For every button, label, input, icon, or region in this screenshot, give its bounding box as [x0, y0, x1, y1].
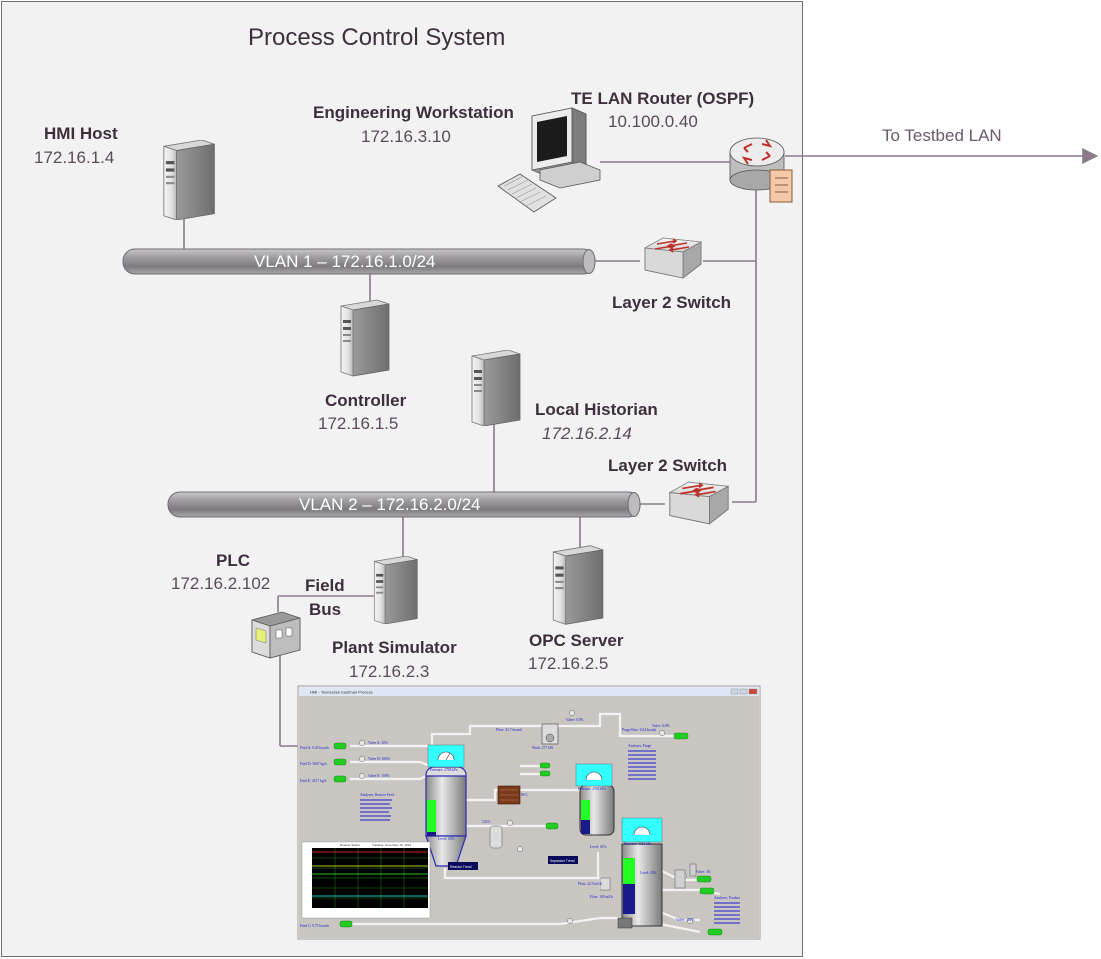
router-ip: 10.100.0.40: [608, 112, 698, 131]
switch-1-name: Layer 2 Switch: [612, 293, 732, 312]
product-valve-label: Valve: 4%: [696, 870, 711, 874]
page-title: Process Control System: [248, 24, 506, 51]
workstation-name: Engineering Workstation: [313, 103, 514, 122]
product-flow-label: Flow: 22.9 m3/h: [578, 882, 602, 886]
controller-server-icon: [340, 299, 390, 377]
field-bus-label-line2: Bus: [309, 600, 342, 619]
reactor-level-label: Level: 65%: [438, 837, 455, 841]
feed-d-label: Feed D: 3667 kg/h: [300, 762, 327, 766]
compressor-work-label: Work: 277 kW: [532, 746, 554, 750]
plant-simulator-name: Plant Simulator: [332, 638, 457, 657]
feed-e-label: Feed E: 4517 kg/h: [300, 779, 327, 783]
valve-e-label: Valve E: 100%: [368, 774, 390, 778]
local-historian-name: Local Historian: [535, 400, 658, 419]
stripper-pressure-label: Pressure: 3321 kPa: [624, 842, 652, 846]
switch-2-name: Layer 2 Switch: [608, 456, 728, 475]
feed-a-label: Feed A: 0.20 kscmh: [300, 746, 329, 750]
vlan-1-label: VLAN 1 – 172.16.1.0/24: [254, 252, 436, 271]
analyzer-feed-title: Analyzer, Reactor Feed: [360, 793, 394, 798]
plc-name: PLC: [216, 551, 250, 570]
plant-simulator-ip: 172.16.2.3: [349, 662, 430, 681]
workstation-ip: 172.16.3.10: [361, 127, 451, 146]
vlan-2-label: VLAN 2 – 172.16.2.0/24: [299, 495, 481, 514]
purge-rate-label: Purge Rate: 0.44 kscmh: [622, 728, 656, 732]
field-bus-label-line1: Field: [305, 576, 345, 595]
router-name: TE LAN Router (OSPF): [571, 89, 755, 108]
hmi-window-title: HMI - Tennessee Eastman Process: [310, 690, 373, 695]
vlan-1-bar: [122, 248, 596, 275]
hmi-screenshot: HMI - Tennessee Eastman Process: [297, 685, 761, 940]
trend-title: Reactor Status: [340, 843, 360, 847]
recycle-flow-label: Flow: 32.7 kscmh: [496, 728, 522, 732]
plc-ip: 172.16.2.102: [171, 574, 271, 593]
valve-a-label: Valve A: 10%: [368, 741, 388, 745]
connections: [183, 161, 757, 747]
trend-date: Tuesday, November 15, 2016: [372, 843, 412, 847]
hmi-host-name: HMI Host: [44, 124, 118, 143]
plc-icon: [251, 611, 301, 659]
plant-simulator-server-icon: [373, 556, 418, 624]
steam-valve-label: Valve: 100%: [676, 918, 694, 922]
analyzer-purge-title: Analyzer, Purge: [628, 744, 652, 749]
controller-name: Controller: [325, 391, 407, 410]
testbed-lan-label: To Testbed LAN: [882, 126, 1002, 145]
hmi-host-server-icon: [163, 140, 215, 220]
reactor-trend-tag[interactable]: Reactor Trend: [450, 865, 472, 869]
opc-server-icon: [552, 545, 604, 625]
vlan-2-bar: [167, 491, 641, 518]
workstation-icon: [497, 107, 601, 213]
separator-level-label: Level: 61%: [590, 845, 607, 849]
purge-valve-label: Valve: 0.0%: [652, 724, 670, 728]
local-historian-server-icon: [471, 350, 521, 426]
opc-server-ip: 172.16.2.5: [528, 654, 609, 673]
hmi-minimize-button[interactable]: [730, 688, 739, 695]
controller-ip: 172.16.1.5: [318, 414, 399, 433]
hmi-close-button[interactable]: [748, 688, 758, 695]
stripper-level-label: Level: 45%: [640, 871, 657, 875]
hmi-host-ip: 172.16.1.4: [34, 148, 115, 167]
local-historian-ip: 172.16.2.14: [542, 424, 632, 443]
stripper-flow-label: Flow: 100 m3/h: [590, 895, 613, 899]
opc-server-name: OPC Server: [529, 631, 624, 650]
recycle-valve-label: Valve: 0.0%: [566, 718, 584, 722]
separator-pressure-label: Pressure: 2703 kPa: [578, 787, 606, 791]
condenser-temp-label: 80 C: [521, 793, 528, 797]
feed-c-label: Feed C: 9.75 kscmh: [300, 924, 329, 928]
valve-d-label: Valve D: 100%: [368, 757, 390, 761]
reactor-temp-label: 120 C: [482, 820, 491, 824]
hmi-maximize-button[interactable]: [739, 688, 748, 695]
reactor-pressure-label: Pressure: 2798 kPa: [430, 768, 458, 772]
analyzer-product-title: Analyzer, Product: [714, 896, 740, 901]
separator-trend-tag[interactable]: Separator Trend: [550, 859, 575, 863]
router-icon: [729, 137, 793, 203]
